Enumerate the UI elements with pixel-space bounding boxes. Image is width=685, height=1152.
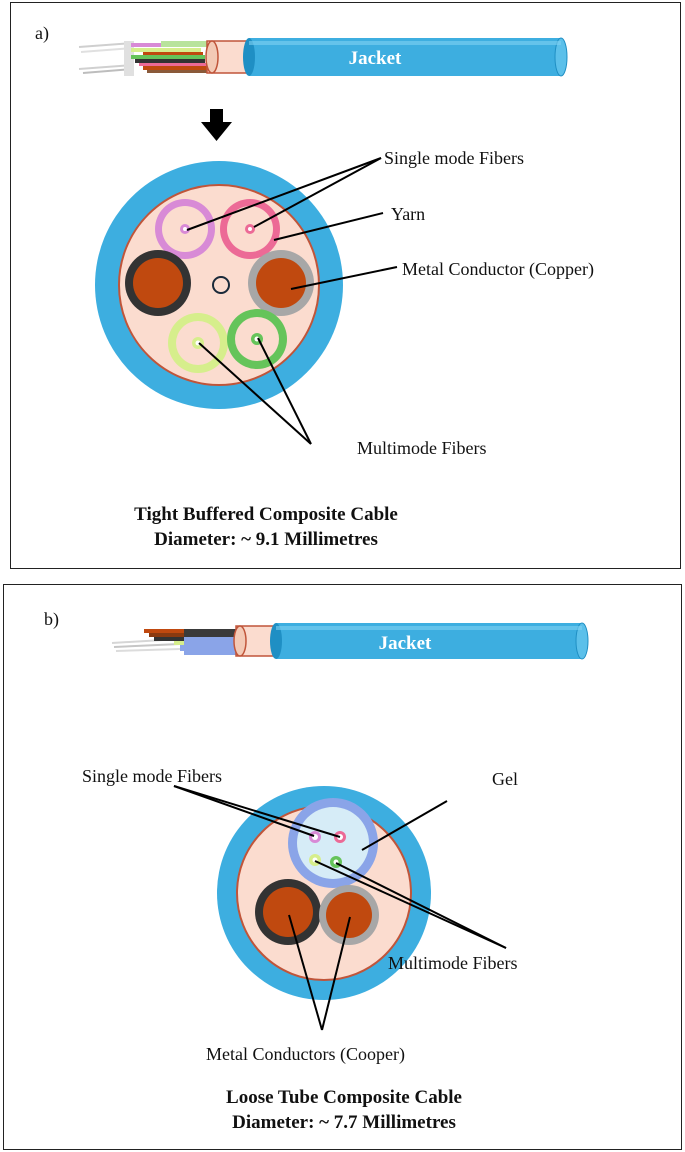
cable-a-cross-section (95, 161, 343, 409)
caption-a-title: Tight Buffered Composite Cable (134, 504, 398, 525)
label-yarn: Yarn (391, 204, 426, 224)
single-mode-fiber-violet-b (309, 831, 321, 843)
single-mode-fiber-pink (220, 199, 280, 259)
jacket-label-a: Jacket (349, 48, 402, 69)
caption-a: Tight Buffered Composite Cable Diameter:… (106, 503, 426, 552)
multimode-fiber-lime (168, 313, 228, 373)
panel-b-diagram: Jacket (111, 622, 589, 1031)
leader-lines-b (173, 785, 507, 1031)
copper-conductor-dark-b (255, 879, 321, 945)
label-metal-conductors: Metal Conductors (Cooper) (206, 1044, 405, 1064)
down-arrow-icon (201, 109, 232, 141)
copper-conductor-grey-b (319, 885, 379, 945)
gel-tube (288, 798, 378, 888)
copper-conductor-grey (248, 250, 314, 316)
label-multimode-fibers-b: Multimode Fibers (388, 953, 518, 973)
multimode-fiber-green (227, 309, 287, 369)
caption-b-title: Loose Tube Composite Cable (226, 1087, 462, 1108)
panel-b-letter: b) (44, 609, 59, 629)
cable-b-exposed-fibers (111, 629, 236, 655)
panel-b-loose-tube: Jacket (3, 584, 682, 1150)
single-mode-fiber-violet (155, 199, 215, 259)
multimode-fiber-lime-b (309, 854, 321, 866)
label-single-mode-fibers-a: Single mode Fibers (384, 148, 524, 168)
cable-b-side-view: Jacket (111, 622, 589, 660)
caption-a-diameter: Diameter: ~ 9.1 Millimetres (154, 528, 378, 550)
label-gel: Gel (492, 769, 518, 789)
cable-a-side-view: Jacket (78, 37, 568, 77)
jacket-label-b: Jacket (379, 633, 432, 654)
label-multimode-fibers-a: Multimode Fibers (357, 438, 487, 458)
copper-conductor-dark (125, 250, 191, 316)
center-strength-member (212, 276, 230, 294)
caption-b-diameter: Diameter: ~ 7.7 Millimetres (232, 1111, 456, 1133)
panel-a-diagram: Jacket (78, 37, 568, 445)
leader-lines-a (186, 157, 398, 445)
label-single-mode-fibers-b: Single mode Fibers (82, 766, 222, 786)
caption-b: Loose Tube Composite Cable Diameter: ~ 7… (174, 1086, 514, 1135)
panel-a-letter: a) (35, 23, 49, 43)
label-metal-conductor: Metal Conductor (Copper) (402, 259, 594, 279)
panel-a-tight-buffered: Jacket (10, 2, 681, 569)
cable-a-exposed-fibers (78, 41, 211, 76)
